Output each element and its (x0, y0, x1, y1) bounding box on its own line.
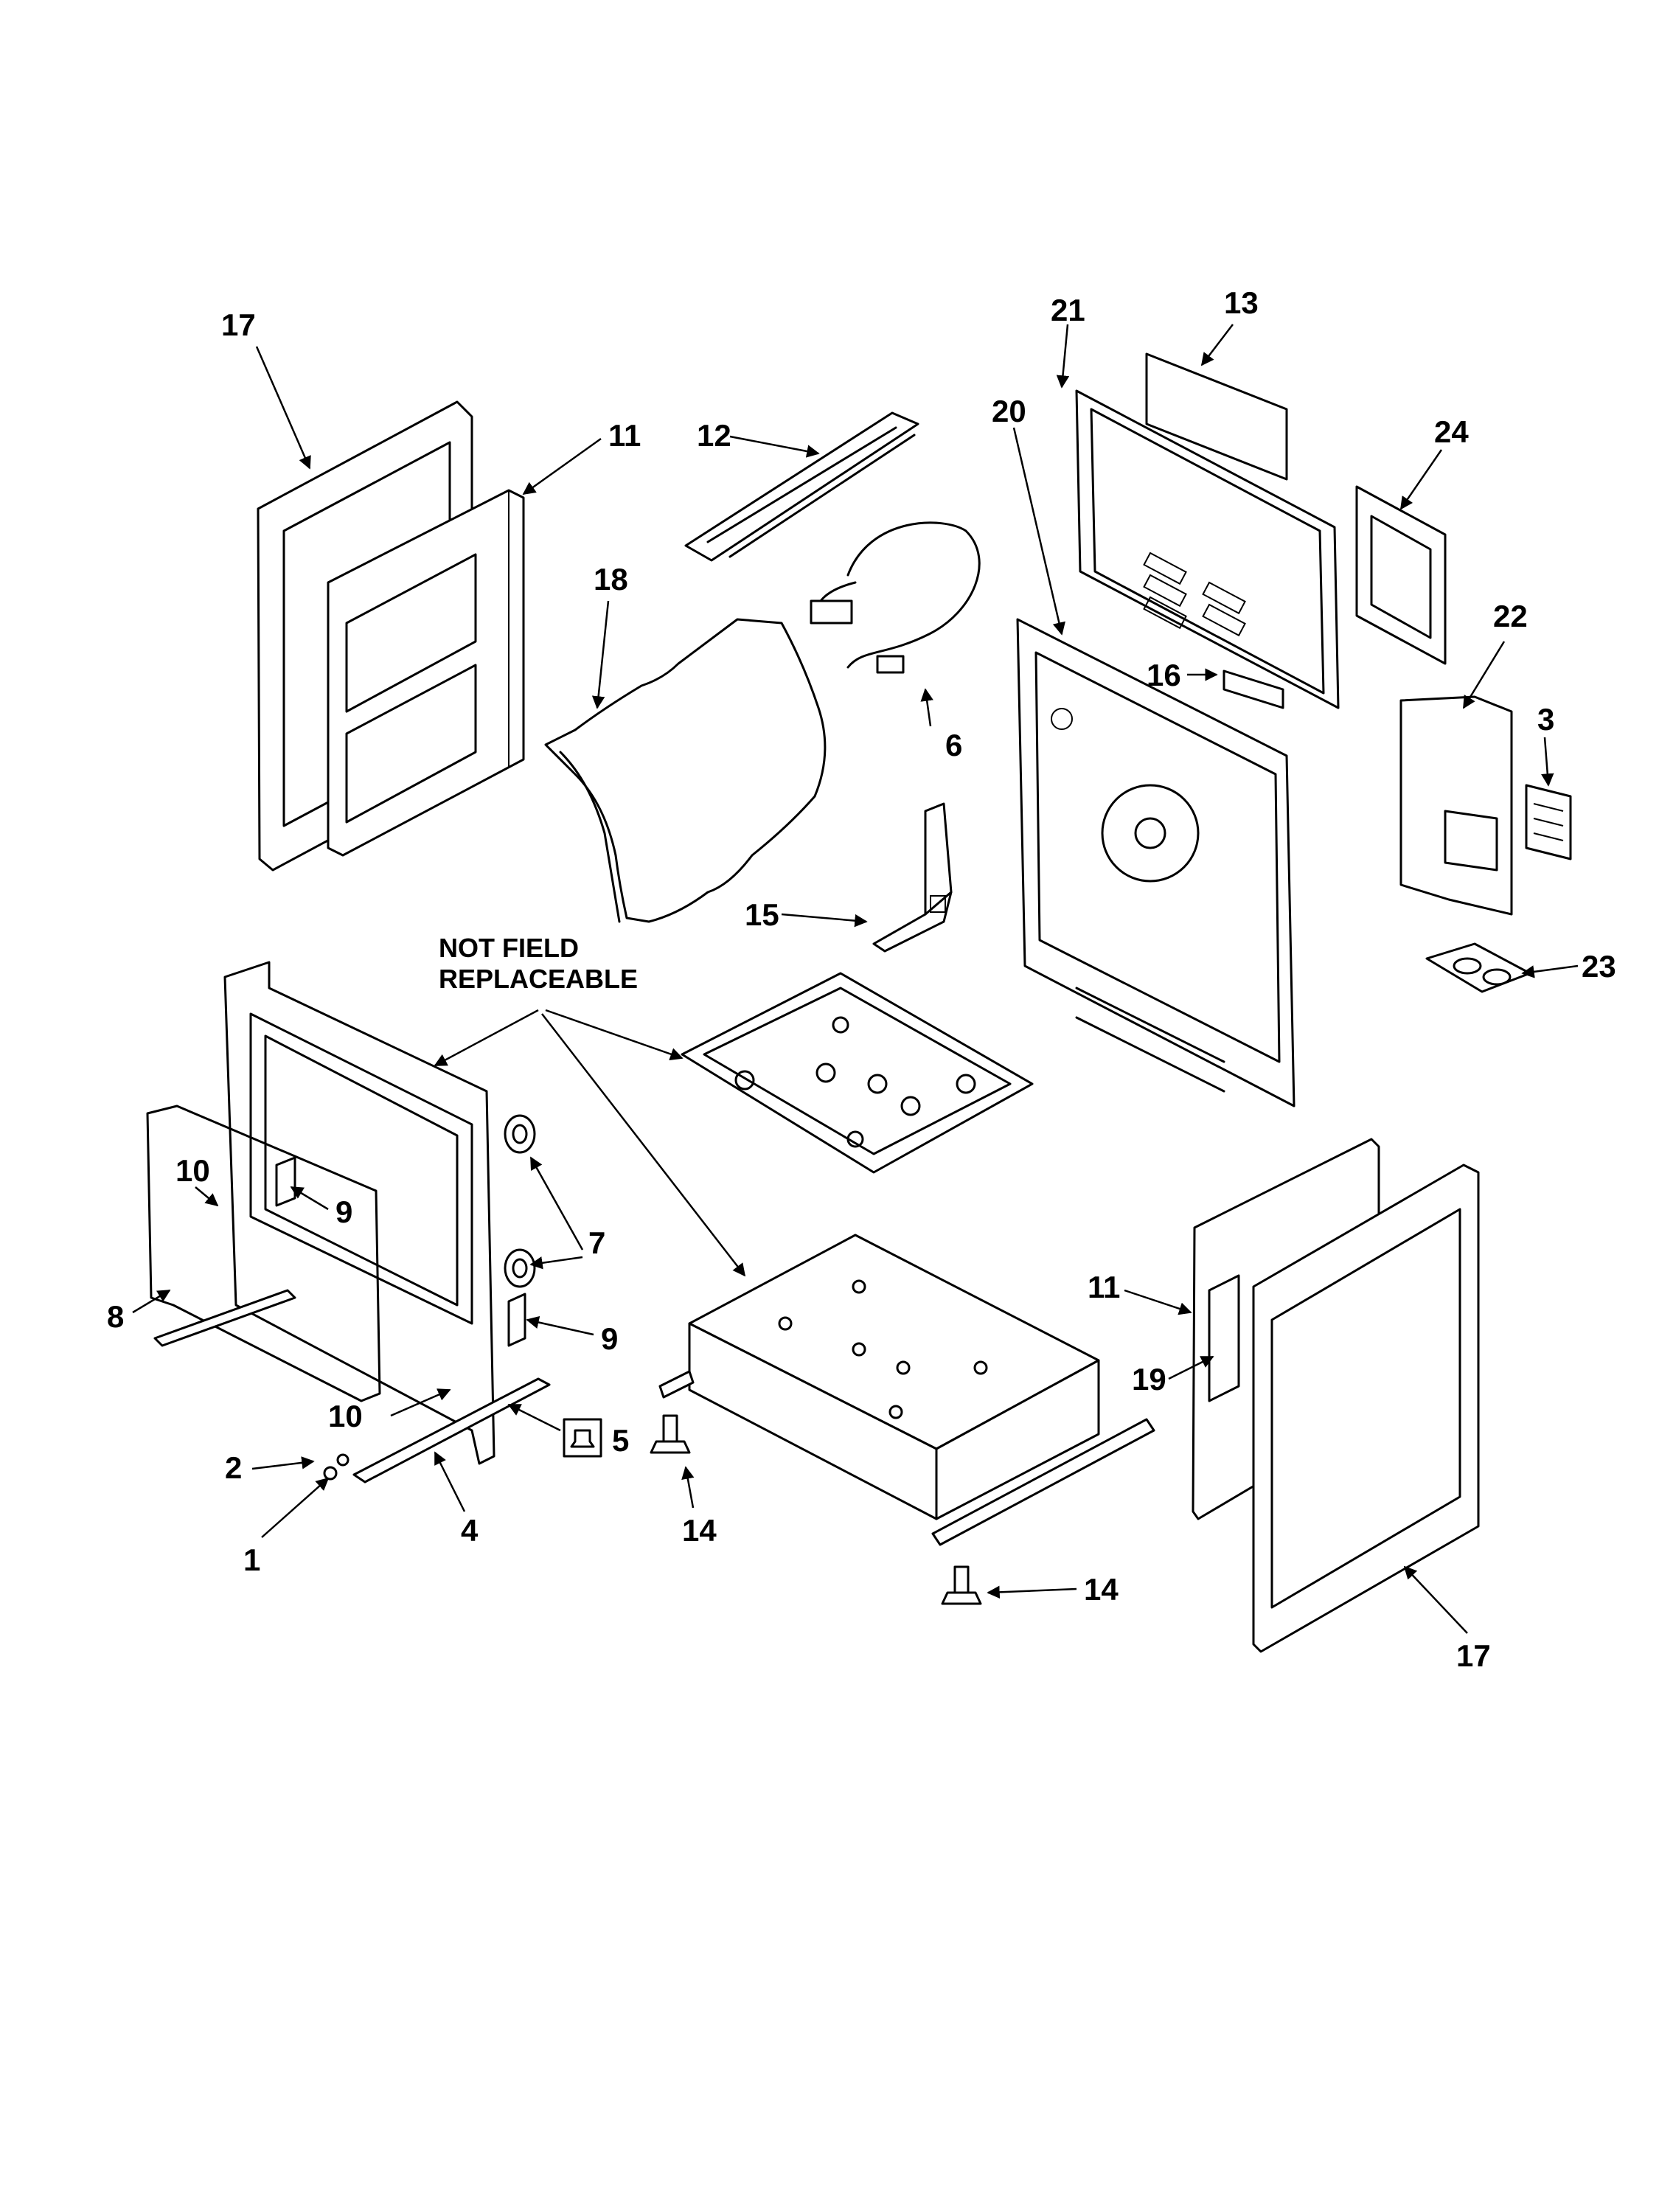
callout-5: 5 (612, 1423, 629, 1458)
callout-15: 15 (745, 897, 779, 932)
back-panel-cover (1075, 389, 1340, 709)
hinge-receptacle-right (507, 1293, 526, 1347)
callout-16: 16 (1147, 658, 1181, 692)
bushing-upper (504, 1114, 536, 1154)
note-line1: NOT FIELD (439, 933, 579, 963)
small-bracket (1222, 669, 1284, 709)
oven-front-frame (223, 961, 495, 1465)
callout-6: 6 (945, 728, 962, 762)
callout-12: 12 (697, 418, 731, 453)
callout-13: 13 (1224, 285, 1259, 320)
insulation-blanket (544, 618, 827, 923)
panel-retainer (1208, 1274, 1240, 1402)
leveling-leg-box (563, 1418, 602, 1458)
callout-10-upper: 10 (175, 1153, 210, 1188)
cover-plate (1355, 485, 1447, 665)
callout-18: 18 (594, 562, 628, 597)
note-line2: REPLACEABLE (439, 964, 638, 994)
side-panel-right (1252, 1164, 1480, 1653)
callout-20: 20 (992, 394, 1026, 428)
screw-1 (323, 1466, 338, 1481)
hinge-receptacle-left (275, 1156, 296, 1207)
wiring-bracket (684, 411, 919, 562)
callout-14-lower: 14 (1084, 1572, 1119, 1607)
callout-1: 1 (243, 1543, 260, 1577)
gasket-plate (1425, 942, 1531, 993)
callout-14-upper: 14 (682, 1513, 717, 1548)
rating-label (1145, 352, 1288, 481)
callout-21: 21 (1051, 293, 1085, 327)
leveling-leg-lower (941, 1565, 982, 1605)
base-body (688, 1234, 1100, 1520)
callout-2: 2 (225, 1450, 242, 1485)
callout-11-lower: 11 (1088, 1270, 1120, 1304)
mounting-bracket (872, 802, 953, 953)
callout-7: 7 (588, 1225, 605, 1260)
callout-24: 24 (1434, 414, 1469, 449)
callout-23: 23 (1582, 949, 1616, 984)
callout-19: 19 (1132, 1362, 1166, 1397)
power-cord (810, 521, 981, 674)
vent-grille (1525, 784, 1572, 860)
callout-3: 3 (1537, 702, 1554, 737)
base-rail (153, 1289, 551, 1484)
oven-bottom-tray (681, 972, 1034, 1174)
callout-8: 8 (107, 1299, 124, 1334)
base-side-rail (658, 1370, 1155, 1546)
callout-17-lower: 17 (1456, 1638, 1491, 1673)
callout-22: 22 (1493, 599, 1528, 633)
bushing-lower (504, 1248, 536, 1288)
callout-10-lower: 10 (328, 1399, 363, 1433)
callout-9-upper: 9 (335, 1194, 352, 1229)
screw-2 (336, 1453, 349, 1467)
callout-9-lower: 9 (601, 1321, 618, 1356)
callout-4: 4 (461, 1513, 479, 1548)
insulation-panel-left (327, 489, 525, 857)
callout-11-upper: 11 (608, 418, 641, 453)
vent-duct (1399, 695, 1513, 916)
leader-lines (132, 324, 1579, 1634)
leveling-leg-upper (650, 1414, 691, 1454)
rear-frame (1016, 618, 1295, 1107)
callout-17-upper: 17 (221, 307, 256, 342)
